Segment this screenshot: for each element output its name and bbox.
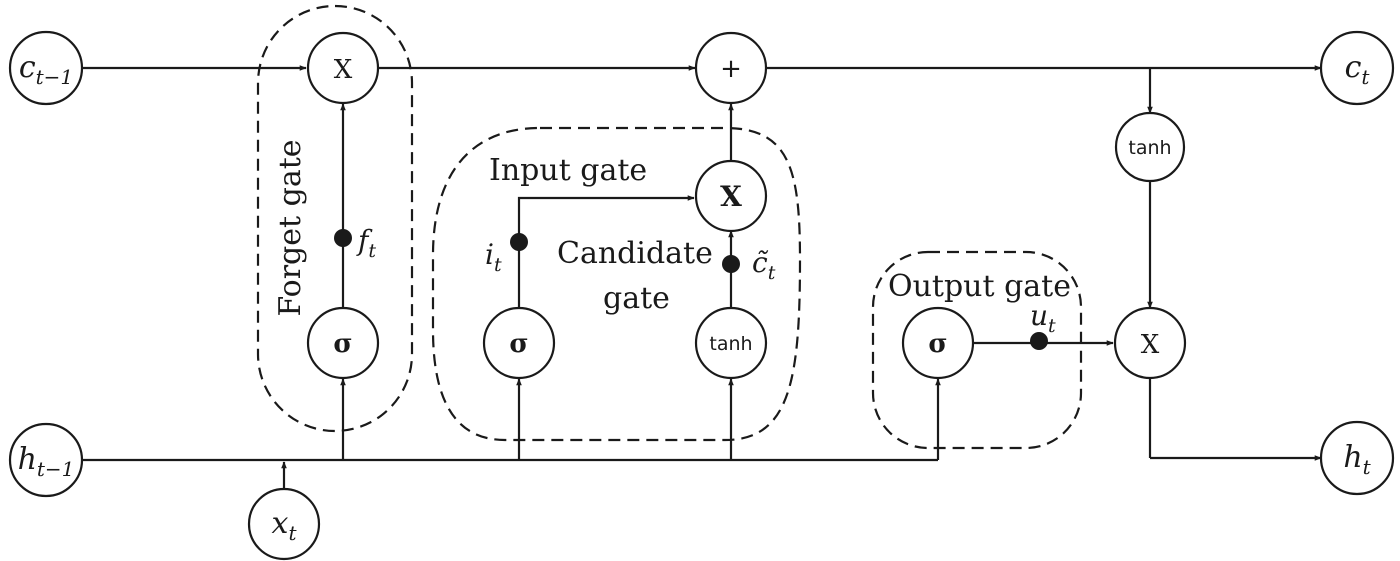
svg-text:σ: σ	[333, 329, 352, 359]
svg-text:tanh: tanh	[1128, 137, 1171, 159]
input-multiply-node: X	[694, 159, 768, 233]
svg-text:σ: σ	[928, 329, 947, 359]
input-sigma-node: σ	[482, 306, 556, 380]
cell-add-node: +	[694, 31, 768, 105]
svg-text:ct: ct	[1345, 50, 1371, 89]
forget-multiply-node: X	[306, 31, 380, 105]
ct-tilde-label: c̃t	[752, 246, 776, 284]
output-gate-region	[871, 250, 1083, 450]
svg-text:σ: σ	[509, 329, 528, 359]
node-x-t: xt	[247, 487, 321, 561]
ut-label: ut	[1030, 299, 1056, 337]
forget-gate-label: Forget gate	[273, 139, 308, 316]
it-dot	[510, 233, 528, 251]
ut-dot	[1030, 332, 1048, 350]
svg-text:X: X	[334, 55, 353, 85]
svg-text:+: +	[720, 54, 742, 84]
node-c-prev: ct−1	[8, 30, 84, 106]
output-sigma-node: σ	[901, 306, 975, 380]
node-h-prev: ht−1	[8, 422, 84, 498]
output-multiply-node: X	[1113, 306, 1187, 380]
it-label: it	[485, 238, 502, 276]
ft-label: ft	[356, 224, 376, 262]
svg-text:xt: xt	[272, 506, 298, 545]
svg-text:ht−1: ht−1	[18, 442, 75, 481]
svg-text:ct−1: ct−1	[19, 50, 73, 89]
candidate-gate-label-1: Candidate	[557, 236, 713, 271]
forget-gate-region	[256, 4, 414, 433]
input-sigma-to-mult-wire	[517, 195, 695, 308]
svg-text:tanh: tanh	[709, 333, 752, 355]
cell-tanh-node: tanh	[1114, 111, 1186, 183]
ft-dot	[334, 229, 352, 247]
candidate-gate-label-2: gate	[603, 281, 670, 316]
node-c-t: ct	[1319, 30, 1395, 106]
input-candidate-gate-region	[431, 126, 802, 442]
ct-tilde-dot	[722, 255, 740, 273]
svg-text:ht: ht	[1343, 440, 1371, 479]
input-gate-label: Input gate	[489, 153, 647, 188]
candidate-tanh-node: tanh	[694, 306, 768, 380]
svg-text:X: X	[720, 180, 742, 213]
node-h-t: ht	[1319, 420, 1395, 496]
svg-text:X: X	[1141, 330, 1160, 360]
output-gate-label: Output gate	[888, 269, 1071, 304]
forget-sigma-node: σ	[306, 306, 380, 380]
